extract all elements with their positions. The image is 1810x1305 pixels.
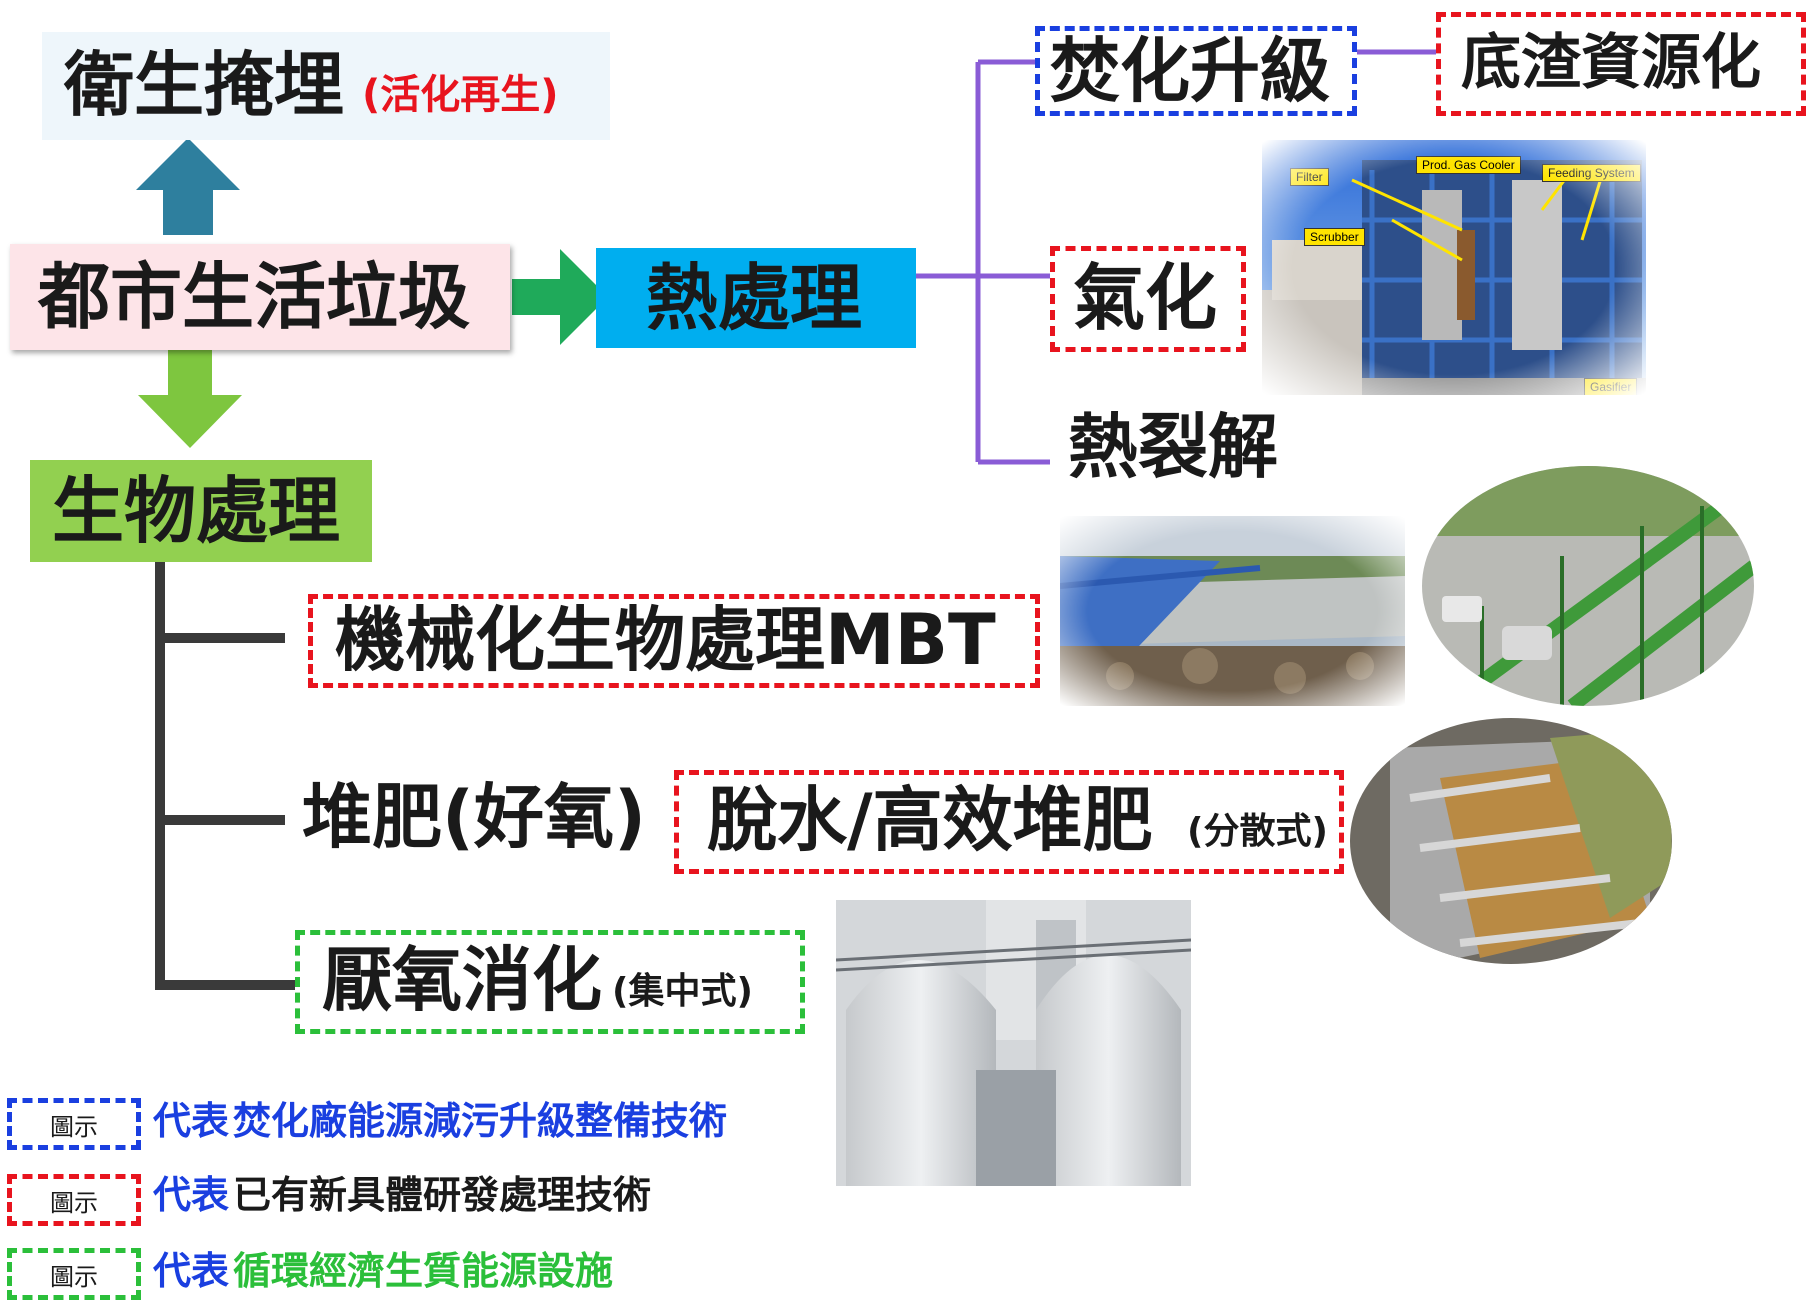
- incineration-upgrade-node: 焚化升級: [1035, 26, 1357, 116]
- mbt-node: 機械化生物處理MBT: [308, 594, 1040, 688]
- anaerobic-sub-label: (集中式): [612, 971, 753, 1012]
- gasification-node: 氣化: [1050, 246, 1246, 352]
- landfill-node: 衛生掩埋 (活化再生): [42, 32, 610, 140]
- legend-row-new-tech: 圖示 代表 已有新具體研發處理技術: [5, 1166, 825, 1236]
- legend-prefix: 代表: [153, 1099, 230, 1143]
- legend-swatch-red: 圖示: [7, 1174, 141, 1226]
- thermal-label: 熱處理: [646, 256, 863, 340]
- bio-node: 生物處理: [30, 460, 372, 562]
- down-arrow: [138, 350, 242, 448]
- legend-text: 已有新具體研發處理技術: [233, 1173, 652, 1217]
- mbt-label: 機械化生物處理MBT: [335, 599, 996, 681]
- dewater-node: 脫水/高效堆肥 (分散式): [674, 770, 1344, 874]
- anaerobic-node: 厭氧消化 (集中式): [295, 930, 805, 1034]
- incineration-upgrade-label: 焚化升級: [1050, 30, 1330, 112]
- mbt-bay-photo: [1060, 516, 1405, 706]
- anaerobic-digester-photo: [836, 900, 1191, 1186]
- legend-text: 循環經濟生質能源設施: [233, 1249, 614, 1293]
- feeding-system-tag: Feeding System: [1542, 164, 1641, 182]
- msw-node: 都市生活垃圾: [10, 244, 510, 350]
- legend-prefix: 代表: [153, 1249, 230, 1293]
- thermal-branch-lines: [915, 49, 1436, 465]
- legend-row-circular: 圖示 代表 循環經濟生質能源設施: [5, 1240, 825, 1305]
- thermal-node: 熱處理: [596, 248, 916, 348]
- legend-row-incineration: 圖示 代表 焚化廠能源減污升級整備技術: [5, 1090, 825, 1160]
- legend: 圖示 代表 焚化廠能源減污升級整備技術 圖示 代表 已有新具體研發處理技術 圖示…: [5, 1090, 825, 1305]
- anaerobic-label: 厭氧消化: [322, 939, 602, 1021]
- bio-label: 生物處理: [52, 469, 341, 553]
- legend-text: 焚化廠能源減污升級整備技術: [233, 1099, 728, 1143]
- bio-branch-lines: [155, 562, 295, 990]
- gasification-plant-photo: Filter Prod. Gas Cooler Feeding System S…: [1262, 140, 1646, 395]
- legend-prefix: 代表: [153, 1173, 230, 1217]
- dewater-label: 脫水/高效堆肥: [707, 779, 1153, 861]
- gasification-label: 氣化: [1073, 256, 1218, 340]
- scrubber-tag: Scrubber: [1304, 228, 1365, 246]
- msw-label: 都市生活垃圾: [38, 255, 471, 339]
- gasifier-tag: Gasifier: [1584, 378, 1638, 395]
- right-arrow: [512, 249, 608, 345]
- legend-swatch-blue: 圖示: [7, 1098, 141, 1150]
- compost-label: 堆肥(好氧): [302, 776, 646, 858]
- landfill-sub-label: (活化再生): [362, 72, 559, 118]
- pyrolysis-label: 熱裂解: [1068, 406, 1278, 488]
- legend-swatch-label: 圖示: [50, 1188, 98, 1217]
- legend-swatch-label: 圖示: [50, 1112, 98, 1141]
- bottom-ash-node: 底渣資源化: [1436, 12, 1806, 116]
- legend-swatch-label: 圖示: [50, 1262, 98, 1291]
- legend-swatch-green: 圖示: [7, 1248, 141, 1300]
- conveyor-plant-photo: [1422, 466, 1754, 706]
- landfill-label: 衛生掩埋: [64, 44, 344, 126]
- dewatering-trough-photo: [1350, 718, 1672, 964]
- gas-cooler-tag: Prod. Gas Cooler: [1416, 156, 1521, 174]
- bottom-ash-label: 底渣資源化: [1461, 28, 1761, 98]
- dewater-sub-label: (分散式): [1187, 811, 1328, 852]
- filter-tag: Filter: [1290, 168, 1329, 186]
- up-arrow: [136, 138, 240, 235]
